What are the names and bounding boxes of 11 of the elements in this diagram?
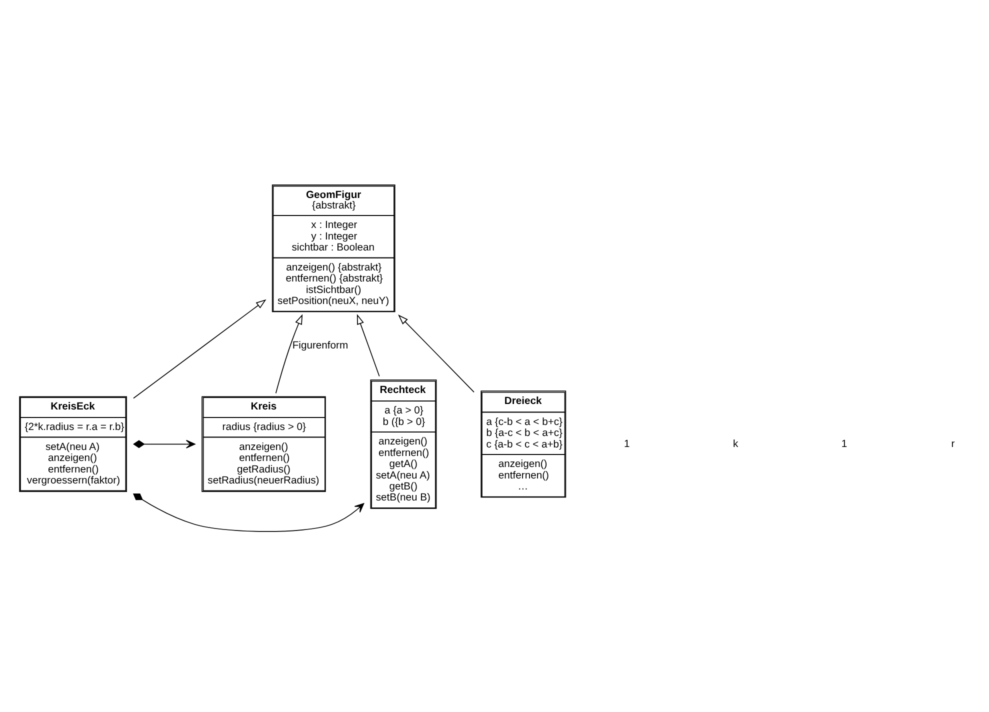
edge-label: Figurenform	[292, 340, 348, 351]
label: r	[951, 438, 955, 450]
label: 1	[624, 438, 630, 450]
arrow	[275, 314, 303, 394]
label: 1	[841, 438, 848, 450]
arrow	[133, 439, 196, 448]
arrow	[132, 492, 364, 532]
arrow	[133, 298, 266, 398]
arrow	[356, 314, 380, 376]
arrow	[398, 314, 474, 392]
label: k	[733, 438, 738, 450]
